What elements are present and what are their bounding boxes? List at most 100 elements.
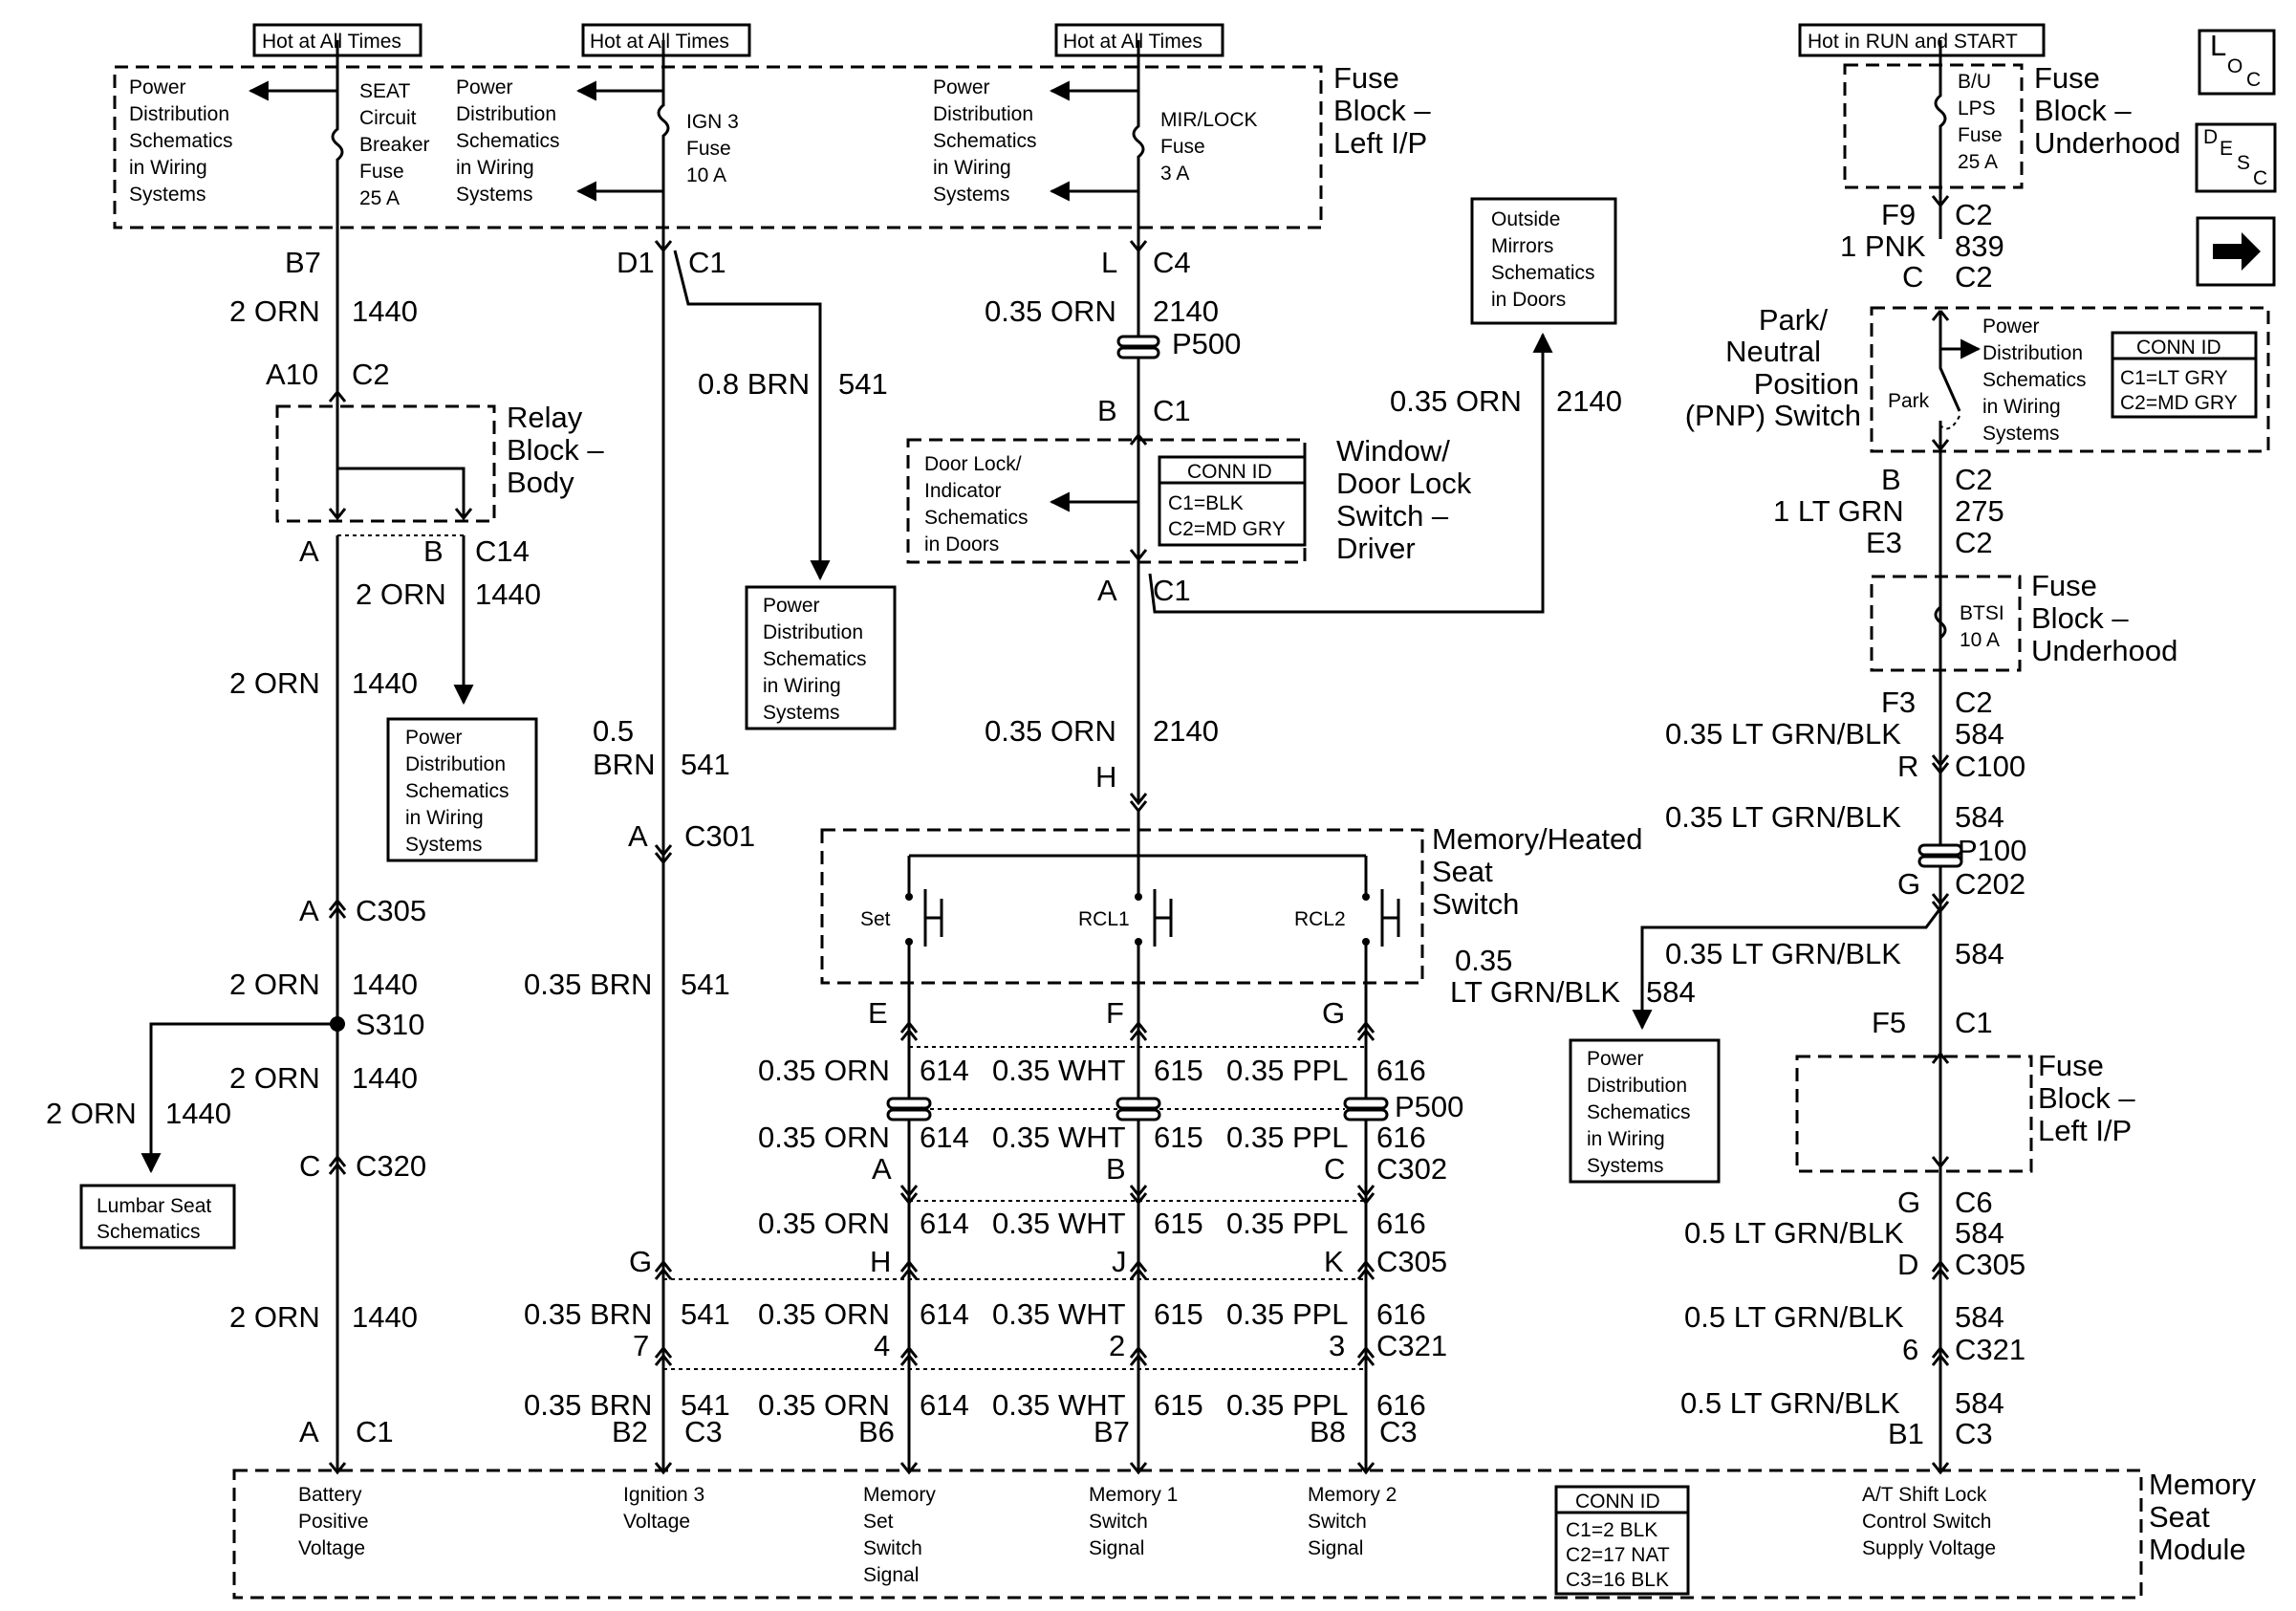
p100-connector — [1917, 843, 1963, 868]
outside-mirrors-ref[interactable]: Outside Mirrors Schematics in Doors — [1470, 197, 1617, 325]
svg-text:B7: B7 — [1094, 1415, 1130, 1448]
svg-text:B: B — [1097, 394, 1117, 427]
power-distribution-ref-6[interactable]: Power Distribution Schematics in Wiring … — [1982, 316, 2087, 445]
svg-text:7: 7 — [633, 1329, 649, 1362]
svg-text:Relay: Relay — [507, 401, 583, 434]
svg-text:K: K — [1324, 1245, 1344, 1278]
svg-text:0.35 PPL: 0.35 PPL — [1226, 1388, 1349, 1422]
svg-text:0.35 ORN: 0.35 ORN — [985, 714, 1116, 748]
lumbar-seat-ref[interactable]: Lumbar Seat Schematics — [79, 1184, 236, 1250]
svg-text:25 A: 25 A — [1958, 151, 1998, 173]
svg-text:Seat: Seat — [1432, 855, 1493, 888]
svg-text:Schematics: Schematics — [97, 1221, 201, 1243]
svg-text:Distribution: Distribution — [456, 103, 556, 125]
svg-text:C2=MD GRY: C2=MD GRY — [2120, 392, 2238, 414]
svg-text:Seat: Seat — [2149, 1500, 2210, 1534]
memory-seat-module — [232, 1469, 2143, 1600]
svg-text:G: G — [1897, 867, 1920, 901]
svg-text:0.5 LT GRN/BLK: 0.5 LT GRN/BLK — [1680, 1386, 1900, 1420]
svg-text:B: B — [1106, 1152, 1126, 1186]
svg-text:B7: B7 — [285, 246, 321, 279]
svg-text:616: 616 — [1376, 1388, 1426, 1422]
seat-fuse: SEAT Circuit Breaker Fuse 25 A — [248, 40, 430, 258]
svg-text:0.8 BRN: 0.8 BRN — [698, 367, 810, 401]
fuse-block-left-ip-2 — [1795, 1055, 2033, 1173]
svg-text:CONN ID: CONN ID — [1187, 461, 1272, 483]
svg-text:0.35 ORN: 0.35 ORN — [1390, 384, 1522, 418]
svg-text:Left I/P: Left I/P — [2038, 1114, 2132, 1147]
svg-text:in Wiring: in Wiring — [405, 807, 484, 829]
svg-text:R: R — [1897, 750, 1918, 783]
svg-text:584: 584 — [1955, 800, 2004, 834]
svg-text:Fuse: Fuse — [2031, 569, 2097, 602]
power-distribution-ref-4[interactable]: Power Distribution Schematics in Wiring … — [386, 717, 538, 862]
svg-text:541: 541 — [681, 1297, 730, 1331]
right-circuit-lower-labels: F3 C2 0.35 LT GRN/BLK 584 R C100 0.35 LT… — [1450, 686, 2026, 1450]
svg-text:Circuit: Circuit — [359, 107, 417, 129]
svg-text:Lumbar Seat: Lumbar Seat — [97, 1195, 211, 1217]
svg-text:C: C — [2253, 167, 2267, 189]
seat-circuit-lower-labels: 2 ORN 1440 A C305 2 ORN 1440 S310 2 ORN … — [46, 666, 426, 1448]
svg-text:Systems: Systems — [1587, 1155, 1664, 1177]
svg-text:D1: D1 — [617, 246, 655, 279]
svg-text:Outside: Outside — [1491, 208, 1560, 230]
relay-block-body-label: Relay Block – Body — [507, 401, 604, 499]
svg-text:Memory: Memory — [863, 1484, 936, 1506]
svg-text:Indicator: Indicator — [924, 480, 1002, 502]
power-distribution-ref-2[interactable]: Power Distribution Schematics in Wiring … — [456, 76, 560, 206]
svg-text:614: 614 — [920, 1297, 969, 1331]
svg-text:3: 3 — [1329, 1329, 1345, 1362]
window-switch-label: Window/ Door Lock Switch – Driver — [1336, 434, 1472, 565]
desc-icon[interactable]: D E S C — [2195, 122, 2277, 193]
svg-text:C321: C321 — [1955, 1333, 2025, 1366]
loc-icon[interactable]: L O C — [2198, 29, 2276, 96]
svg-text:A: A — [628, 819, 648, 853]
svg-text:Systems: Systems — [1982, 423, 2060, 445]
svg-text:1440: 1440 — [352, 294, 418, 328]
door-lock-ref[interactable]: Door Lock/ Indicator Schematics in Doors — [924, 453, 1029, 555]
svg-text:C2: C2 — [1955, 526, 1993, 559]
right-circuit-upper-labels: F9 C2 1 PNK 839 C C2 — [1840, 198, 2004, 294]
svg-text:Schematics: Schematics — [405, 780, 509, 802]
svg-text:616: 616 — [1376, 1297, 1426, 1331]
svg-text:0.5 LT GRN/BLK: 0.5 LT GRN/BLK — [1684, 1300, 1904, 1334]
svg-text:C1: C1 — [688, 246, 726, 279]
svg-text:A10: A10 — [266, 358, 318, 391]
svg-text:C100: C100 — [1955, 750, 2025, 783]
svg-text:Memory 2: Memory 2 — [1308, 1484, 1397, 1506]
svg-text:0.35 ORN: 0.35 ORN — [758, 1054, 890, 1087]
svg-text:J: J — [1112, 1245, 1127, 1278]
svg-text:Schematics: Schematics — [924, 507, 1029, 529]
svg-text:C3: C3 — [1379, 1415, 1418, 1448]
svg-text:A: A — [299, 534, 319, 568]
svg-text:614: 614 — [920, 1121, 969, 1154]
module-pin-at-shift: A/T Shift Lock Control Switch Supply Vol… — [1862, 1484, 1996, 1559]
svg-text:B: B — [423, 534, 444, 568]
svg-text:Module: Module — [2149, 1533, 2246, 1566]
svg-text:C302: C302 — [1376, 1152, 1447, 1186]
power-distribution-ref-7[interactable]: Power Distribution Schematics in Wiring … — [1569, 1038, 1721, 1184]
svg-text:3 A: 3 A — [1160, 163, 1189, 185]
svg-text:Body: Body — [507, 466, 574, 499]
svg-text:MIR/LOCK: MIR/LOCK — [1160, 109, 1258, 131]
power-distribution-ref-1[interactable]: Power Distribution Schematics in Wiring … — [129, 76, 233, 206]
svg-text:Block –: Block – — [2031, 601, 2129, 635]
power-distribution-ref-5[interactable]: Power Distribution Schematics in Wiring … — [745, 585, 897, 730]
svg-text:C: C — [1324, 1152, 1345, 1186]
svg-text:C301: C301 — [684, 819, 755, 853]
svg-text:0.35 PPL: 0.35 PPL — [1226, 1297, 1349, 1331]
svg-text:F3: F3 — [1881, 686, 1916, 719]
svg-text:C: C — [1902, 260, 1923, 294]
svg-text:0.35: 0.35 — [1455, 944, 1512, 977]
svg-text:Power: Power — [1982, 316, 2040, 337]
svg-text:Control Switch: Control Switch — [1862, 1511, 1991, 1533]
svg-text:CONN ID: CONN ID — [1575, 1491, 1660, 1513]
svg-text:Power: Power — [933, 76, 990, 98]
next-arrow-icon[interactable] — [2196, 216, 2276, 287]
module-pin-memory2: Memory 2 Switch Signal — [1308, 1484, 1397, 1559]
pnp-switch-label: Park/ Neutral Position (PNP) Switch — [1685, 303, 1861, 432]
svg-text:541: 541 — [838, 367, 888, 401]
svg-text:541: 541 — [681, 968, 730, 1001]
svg-text:in Wiring: in Wiring — [129, 157, 207, 179]
power-distribution-ref-3[interactable]: Power Distribution Schematics in Wiring … — [933, 76, 1037, 206]
